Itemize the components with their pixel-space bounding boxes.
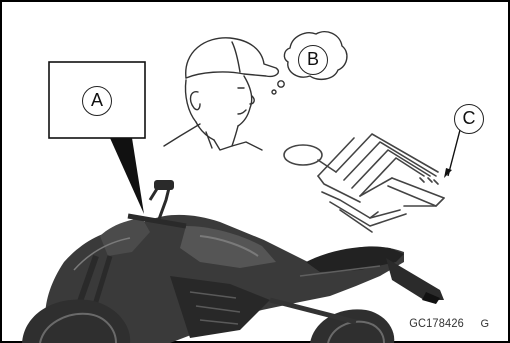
callout-label-b: B <box>298 45 328 75</box>
figure-code: GC178426 <box>409 318 464 331</box>
callout-c-pointer <box>444 130 460 178</box>
callout-box-a <box>49 62 145 214</box>
figure-revision: G <box>480 318 489 330</box>
motorcycle <box>22 180 444 343</box>
heater-element <box>284 134 444 232</box>
callout-label-c: C <box>454 104 484 134</box>
callout-label-a: A <box>82 86 112 116</box>
rider-figure <box>164 38 278 150</box>
